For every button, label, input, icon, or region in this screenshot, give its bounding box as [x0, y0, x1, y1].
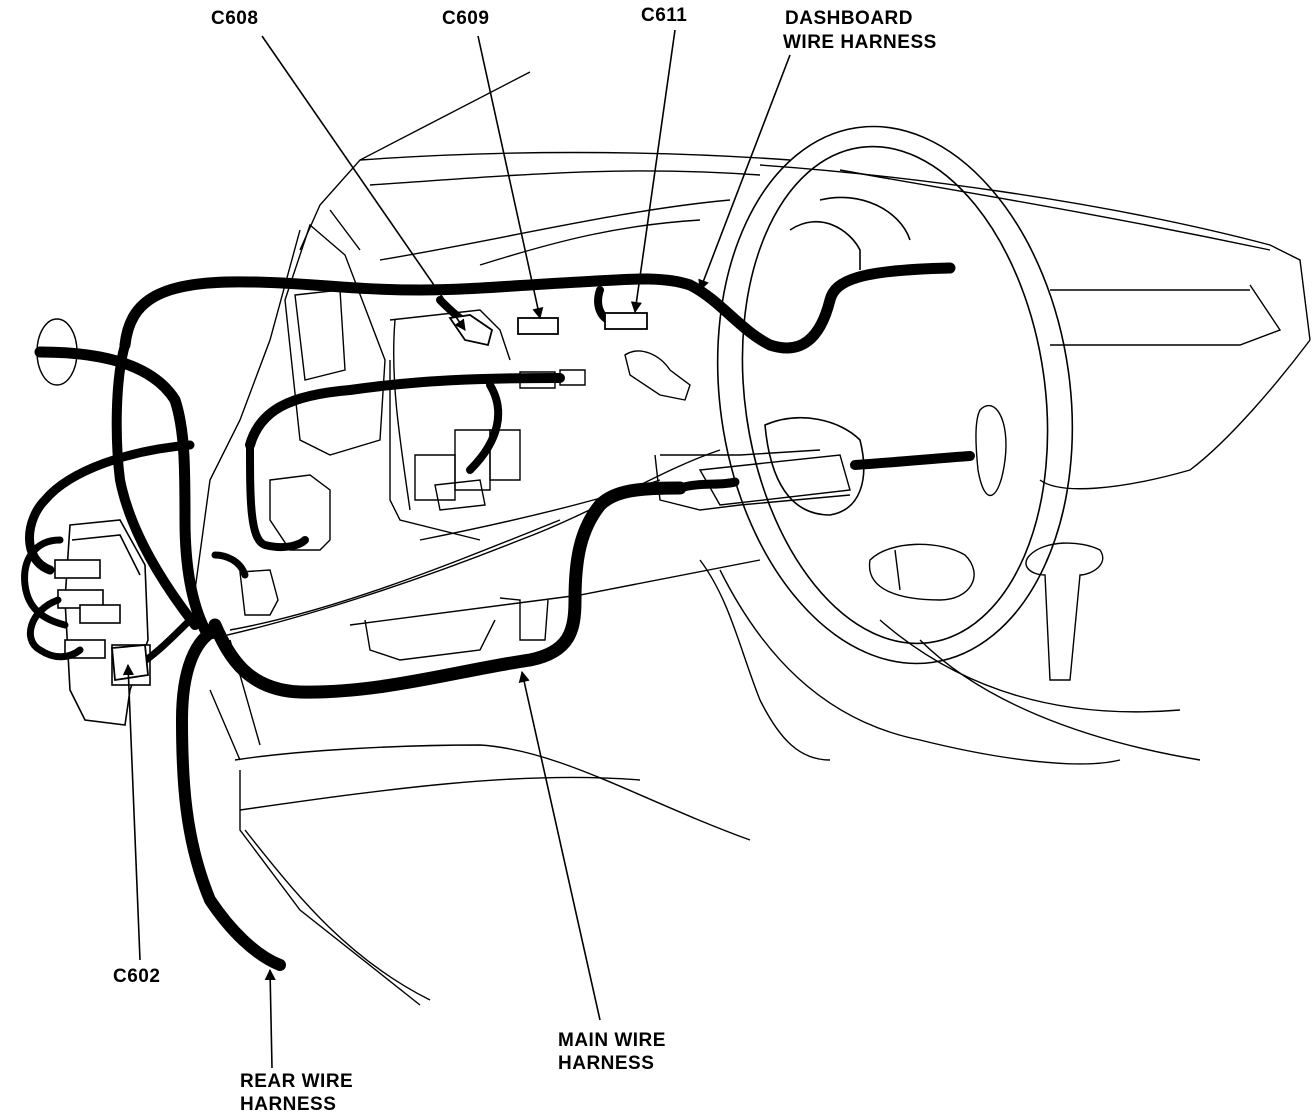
arrow-dashboard	[698, 54, 791, 292]
arrow-c602	[122, 663, 141, 961]
dashboard-outline	[36, 71, 1311, 1006]
label-c611: C611	[641, 5, 688, 26]
mid-harness	[245, 373, 565, 450]
rear-harness	[175, 624, 286, 971]
arrow-main	[518, 670, 601, 1021]
connector-c602	[111, 644, 149, 682]
label-dashboard-harness-1: DASHBOARD	[785, 8, 913, 29]
connector-c611	[604, 312, 648, 330]
label-rear-harness-2: HARNESS	[240, 1094, 337, 1115]
main-harness	[208, 481, 687, 699]
fuse-junction-box	[54, 519, 151, 726]
label-c609: C609	[442, 8, 490, 29]
dashboard-harness	[119, 262, 956, 354]
wire-harnesses	[21, 262, 975, 971]
connector-c609	[517, 317, 559, 335]
label-main-harness-1: MAIN WIRE	[558, 1030, 666, 1051]
connector-c608	[448, 314, 494, 347]
label-c608: C608	[211, 8, 259, 29]
arrow-c609	[477, 35, 544, 320]
steering-wheel	[716, 125, 1074, 665]
arrow-c611	[630, 29, 676, 314]
label-dashboard-harness-2: WIRE HARNESS	[783, 32, 937, 53]
label-c602: C602	[113, 966, 161, 987]
arrow-rear	[264, 968, 276, 1069]
label-main-harness-2: HARNESS	[558, 1053, 655, 1074]
arrow-c608	[261, 35, 466, 331]
label-rear-harness-1: REAR WIRE	[240, 1071, 354, 1092]
leader-arrows	[122, 29, 791, 1069]
